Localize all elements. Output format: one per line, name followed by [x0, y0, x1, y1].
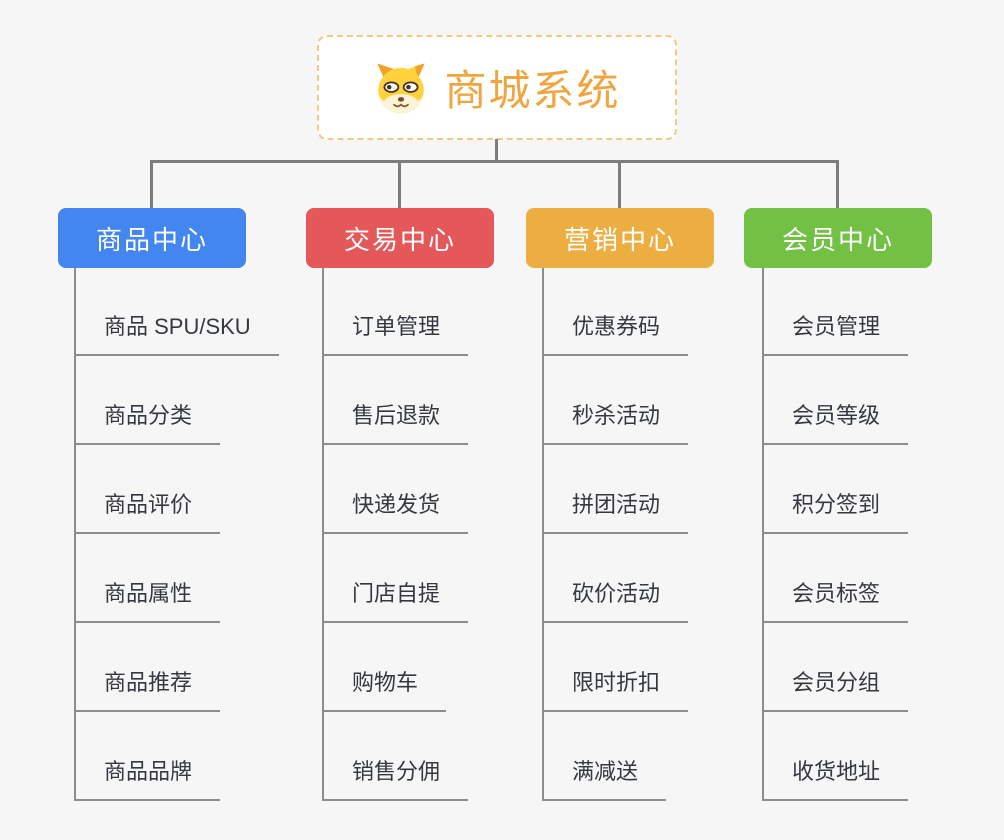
connector-drop-trade	[398, 160, 401, 208]
leaf-topic-aftersale-refund[interactable]: 售后退款	[322, 399, 469, 445]
leaf-topic-express-shipping[interactable]: 快递发货	[322, 488, 469, 534]
leaf-topic-order-management[interactable]: 订单管理	[322, 310, 469, 356]
leaf-topic-group-buy[interactable]: 拼团活动	[542, 488, 689, 534]
branch-label: 营销中心	[563, 224, 676, 255]
branch-topic-member-center[interactable]: 会员中心	[744, 208, 932, 268]
connector-drop-marketing	[618, 160, 621, 208]
leaf-topic-product-review[interactable]: 商品评价	[74, 488, 221, 534]
leaf-topic-product-brand[interactable]: 商品品牌	[74, 755, 221, 801]
root-topic[interactable]: 商城系统	[317, 35, 677, 140]
branch-label: 会员中心	[781, 224, 894, 255]
leaf-topic-coupon-codes[interactable]: 优惠券码	[542, 310, 689, 356]
connector-drop-product	[150, 160, 153, 208]
connector-rail	[151, 160, 839, 163]
leaf-topic-member-management[interactable]: 会员管理	[762, 310, 909, 356]
branch-topic-marketing-center[interactable]: 营销中心	[526, 208, 714, 268]
leaf-topic-store-pickup[interactable]: 门店自提	[322, 577, 469, 623]
branch-topic-product-center[interactable]: 商品中心	[58, 208, 246, 268]
leaf-topic-shopping-cart[interactable]: 购物车	[322, 666, 447, 712]
connector-drop-member	[836, 160, 839, 208]
leaf-topic-product-attribute[interactable]: 商品属性	[74, 577, 221, 623]
branch-child-line-marketing	[542, 268, 544, 801]
connector-root-stem	[495, 139, 498, 163]
leaf-topic-member-level[interactable]: 会员等级	[762, 399, 909, 445]
leaf-topic-shipping-address[interactable]: 收货地址	[762, 755, 909, 801]
branch-child-line-member	[762, 268, 764, 801]
leaf-topic-limited-time-discount[interactable]: 限时折扣	[542, 666, 689, 712]
root-topic-title: 商城系统	[444, 67, 621, 114]
leaf-topic-product-recommend[interactable]: 商品推荐	[74, 666, 221, 712]
dog-face-icon	[373, 60, 429, 116]
branch-child-line-product	[74, 268, 76, 801]
leaf-topic-product-spu-sku[interactable]: 商品 SPU/SKU	[74, 310, 279, 356]
leaf-topic-bargain-activity[interactable]: 砍价活动	[542, 577, 689, 623]
leaf-topic-sales-commission[interactable]: 销售分佣	[322, 755, 469, 801]
branch-child-line-trade	[322, 268, 324, 801]
branch-label: 交易中心	[343, 224, 456, 255]
branch-topic-trade-center[interactable]: 交易中心	[306, 208, 494, 268]
branch-label: 商品中心	[95, 224, 208, 255]
leaf-topic-flash-sale[interactable]: 秒杀活动	[542, 399, 689, 445]
leaf-topic-product-category[interactable]: 商品分类	[74, 399, 221, 445]
leaf-topic-member-tags[interactable]: 会员标签	[762, 577, 909, 623]
leaf-topic-points-checkin[interactable]: 积分签到	[762, 488, 909, 534]
leaf-topic-spend-and-save[interactable]: 满减送	[542, 755, 667, 801]
leaf-topic-member-groups[interactable]: 会员分组	[762, 666, 909, 712]
